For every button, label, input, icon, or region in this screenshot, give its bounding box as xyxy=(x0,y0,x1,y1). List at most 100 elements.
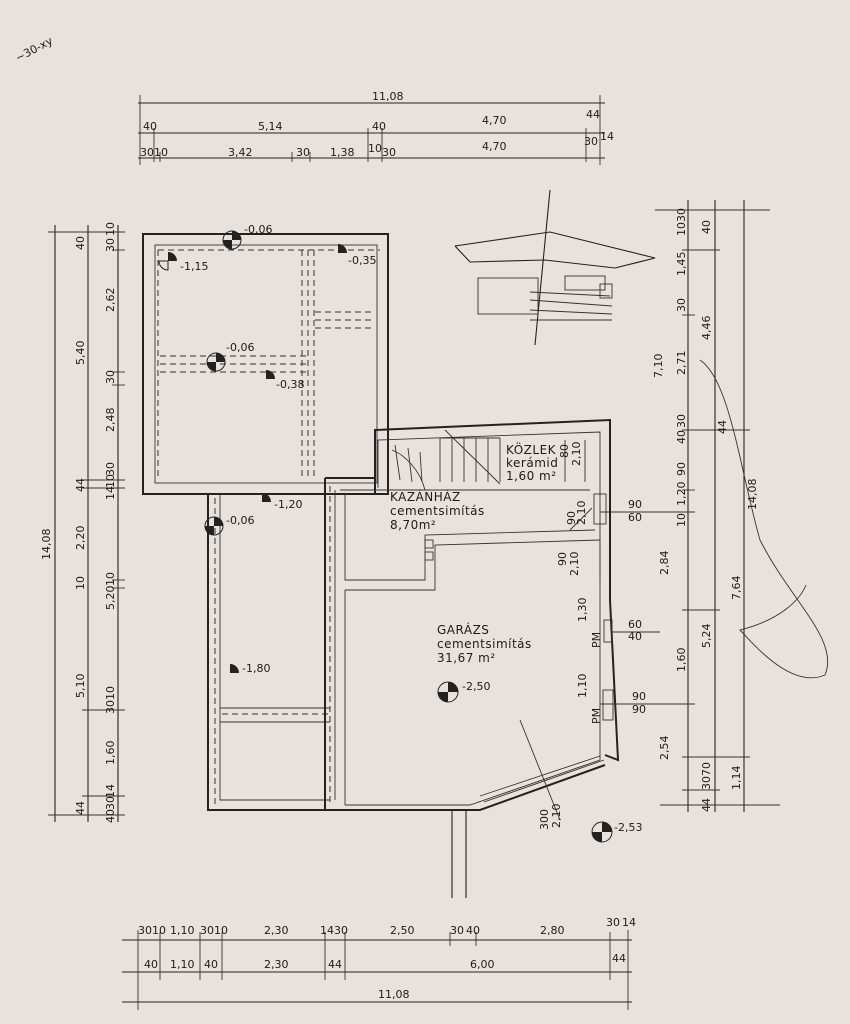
right-dim-out-4: 7,64 xyxy=(730,576,743,601)
opening-label-4: 90 xyxy=(556,552,569,566)
level-label-6: -1,20 xyxy=(274,498,302,511)
room-floor: cementsimítás xyxy=(437,637,532,651)
right-dim-in-10: 10 xyxy=(675,513,688,527)
level-label-4: -0,06 xyxy=(226,341,254,354)
left-dim-in-9: 10 xyxy=(104,474,117,488)
right-dim-out-3: 44 xyxy=(716,420,729,434)
right-dim-in-14: 30 xyxy=(700,776,713,790)
top-dim-3-10: 14 xyxy=(600,130,614,143)
right-dim-in-6: 30 xyxy=(675,414,688,428)
opening-label-8: PM xyxy=(590,632,603,648)
top-dimension-chains: 11,08 40 5,14 40 4,70 44 30 10 3,42 30 1… xyxy=(138,90,614,165)
room-kozlek: KÖZLEK kerámid 1,60 m² xyxy=(506,441,558,483)
right-dimension-chains: 10 30 1,45 30 2,71 30 40 90 1,20 10 2,84… xyxy=(600,200,780,812)
right-dim-in-2: 30 xyxy=(675,208,688,222)
left-dim-in-2: 10 xyxy=(104,222,117,236)
level-label-10: -2,53 xyxy=(614,821,642,834)
level-mark-3 xyxy=(338,244,347,253)
right-dim-in-12: 1,60 xyxy=(675,648,688,673)
roof-site-sketch xyxy=(454,189,656,346)
window-mark-5: 90 xyxy=(632,690,646,703)
level-mark-5 xyxy=(266,370,275,379)
top-dim-3-3: 3,42 xyxy=(228,146,253,159)
left-dim-mid-5: 5,10 xyxy=(74,674,87,699)
right-dim-out-2: 4,46 xyxy=(700,316,713,341)
opening-label-10: PM xyxy=(590,708,603,724)
bottom-dim-1-5: 10 xyxy=(214,924,228,937)
bottom-dim-total: 11,08 xyxy=(378,988,410,1001)
right-dim-mid-1: 7,10 xyxy=(652,354,665,379)
level-mark-9 xyxy=(437,681,459,703)
level-mark-8 xyxy=(230,664,239,673)
left-dim-in-15: 14 xyxy=(104,784,117,798)
right-dim-in-11: 2,84 xyxy=(658,551,671,576)
room-floor: kerámid xyxy=(506,456,558,470)
bottom-dim-1-6: 2,30 xyxy=(264,924,289,937)
bottom-dim-1-2: 10 xyxy=(152,924,166,937)
top-dim-2-4: 4,70 xyxy=(482,114,507,127)
bottom-dim-1-4: 30 xyxy=(200,924,214,937)
opening-label-7: 1,30 xyxy=(576,598,589,623)
right-dim-in-5: 2,71 xyxy=(675,351,688,376)
window-mark-1: 90 xyxy=(628,498,642,511)
bottom-dim-1-3: 1,10 xyxy=(170,924,195,937)
room-name: KÖZLEK xyxy=(506,441,557,457)
top-dim-3-4: 30 xyxy=(296,146,310,159)
opening-label-9: 1,10 xyxy=(576,674,589,699)
right-dim-in-16: 44 xyxy=(700,798,713,812)
right-dim-in-15: 70 xyxy=(700,762,713,776)
level-label-9: -2,50 xyxy=(462,680,490,693)
building-walls xyxy=(142,233,620,898)
bottom-dim-2-5: 44 xyxy=(328,958,342,971)
left-dim-in-5: 30 xyxy=(104,370,117,384)
top-dim-3-9: 30 xyxy=(584,135,598,148)
left-dim-in-16: 30 xyxy=(104,796,117,810)
opening-label-12: 2,10 xyxy=(550,804,563,829)
bottom-dim-1-12: 2,80 xyxy=(540,924,565,937)
right-dim-in-4: 30 xyxy=(675,298,688,312)
bottom-dim-2-6: 6,00 xyxy=(470,958,495,971)
left-dim-mid-2: 2,20 xyxy=(74,526,87,551)
room-floor: cementsimítás xyxy=(390,504,485,518)
level-symbols xyxy=(158,230,613,843)
top-dim-2-1: 40 xyxy=(143,120,157,133)
room-area: 31,67 m² xyxy=(437,651,496,665)
opening-label-3: 2,10 xyxy=(570,442,583,467)
bottom-dim-1-1: 30 xyxy=(138,924,152,937)
right-dim-in-9: 1,20 xyxy=(675,482,688,507)
top-dim-3-8: 4,70 xyxy=(482,140,507,153)
right-dim-in-8: 90 xyxy=(675,462,688,476)
top-dim-total: 11,08 xyxy=(372,90,404,103)
left-dim-in-10: 14 xyxy=(104,486,117,500)
window-mark-3: 60 xyxy=(628,618,642,631)
bottom-dim-2-1: 40 xyxy=(144,958,158,971)
level-label-7: -0,06 xyxy=(226,514,254,527)
right-dim-in-3: 1,45 xyxy=(675,252,688,277)
top-dim-3-1: 30 xyxy=(140,146,154,159)
opening-label-11: 300 xyxy=(538,809,551,830)
right-dim-in-7: 40 xyxy=(675,430,688,444)
left-dim-in-8: 30 xyxy=(104,462,117,476)
level-mark-10 xyxy=(591,821,613,843)
window-mark-4: 40 xyxy=(628,630,642,643)
level-label-2: -1,15 xyxy=(180,260,208,273)
room-name: GARÁZS xyxy=(437,622,489,637)
level-mark-7 xyxy=(204,516,224,536)
right-dim-in-13: 2,54 xyxy=(658,736,671,761)
bottom-dim-1-13: 30 xyxy=(606,916,620,929)
bottom-dim-1-11: 40 xyxy=(466,924,480,937)
top-dim-3-6: 10 xyxy=(368,142,382,155)
top-dim-2-2: 5,14 xyxy=(258,120,283,133)
level-label-5: -0,38 xyxy=(276,378,304,391)
left-dim-mid-4: 5,20 xyxy=(104,586,117,611)
bottom-dim-2-2: 1,10 xyxy=(170,958,195,971)
room-kazanhaz: KAZÁNHÁZ cementsimítás 8,70m² xyxy=(390,489,485,532)
bottom-dim-2-7: 44 xyxy=(612,952,626,965)
level-mark-2 xyxy=(158,252,177,271)
left-dim-mid-3: 10 xyxy=(74,576,87,590)
right-dim-out-5: 14,08 xyxy=(746,479,759,511)
bottom-dim-1-9: 2,50 xyxy=(390,924,415,937)
left-dim-mid-1: 5,40 xyxy=(74,341,87,366)
